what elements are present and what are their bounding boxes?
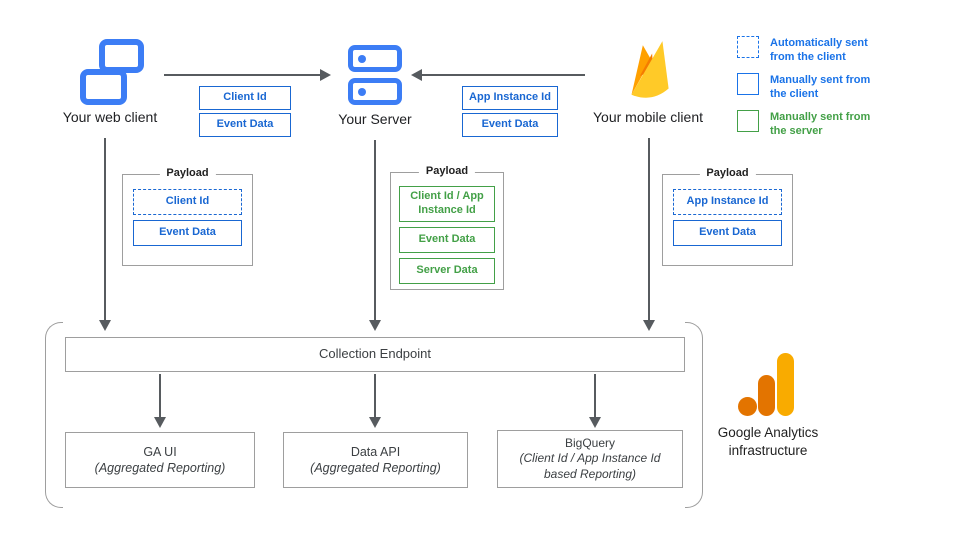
output-subtitle: (Aggregated Reporting) xyxy=(94,461,226,475)
collection-endpoint-box: Collection Endpoint xyxy=(65,337,685,372)
collection-endpoint-label: Collection Endpoint xyxy=(318,346,432,362)
google-analytics-logo-icon xyxy=(738,353,794,416)
output-title: BigQuery xyxy=(564,435,616,450)
edge-chips-web-to-server: Client Id Event Data xyxy=(199,86,291,137)
payload-title: Payload xyxy=(699,167,756,179)
ga-infrastructure-label: Google Analytics infrastructure xyxy=(717,425,819,459)
payload-mobile: Payload App Instance Id Event Data xyxy=(662,167,793,266)
arrow-mobile-to-endpoint xyxy=(643,138,655,331)
output-title: Data API xyxy=(350,444,401,459)
output-box-data-api: Data API (Aggregated Reporting) xyxy=(283,432,468,488)
legend-item-auto-client: Automatically sent from the client xyxy=(737,36,888,65)
payload-item-app-instance-id: App Instance Id xyxy=(672,189,783,215)
solid-green-swatch-icon xyxy=(737,110,759,132)
web-client-icon-front-window xyxy=(80,69,127,105)
chip-app-instance-id: App Instance Id xyxy=(462,86,558,110)
arrow-web-to-endpoint xyxy=(99,138,111,331)
arrow-endpoint-to-ga-ui xyxy=(154,374,166,428)
server-icon xyxy=(348,45,402,105)
firebase-icon xyxy=(631,41,669,98)
legend-item-manual-server: Manually sent from the server xyxy=(737,110,888,139)
payload-web: Payload Client Id Event Data xyxy=(122,167,253,266)
payload-item-client-id: Client Id xyxy=(132,189,243,215)
payload-item-client-id-app-instance-id: Client Id / App Instance Id xyxy=(399,186,495,222)
output-subtitle: (Aggregated Reporting) xyxy=(310,461,441,475)
arrow-server-to-endpoint xyxy=(369,140,381,331)
payload-item-event-data: Event Data xyxy=(399,227,495,253)
arrow-mobile-to-server xyxy=(411,69,585,81)
server-icon-unit-bottom xyxy=(348,78,402,105)
web-client-label: Your web client xyxy=(62,109,158,125)
legend-item-manual-client: Manually sent from the client xyxy=(737,73,888,102)
edge-chips-mobile-to-server: App Instance Id Event Data xyxy=(462,86,558,137)
bracket-right xyxy=(685,322,703,508)
arrow-endpoint-to-data-api xyxy=(369,374,381,428)
payload-title: Payload xyxy=(159,167,216,179)
output-box-ga-ui: GA UI (Aggregated Reporting) xyxy=(65,432,255,488)
chip-event-data: Event Data xyxy=(199,113,291,137)
legend-label: Manually sent from the client xyxy=(770,74,871,101)
mobile-client-label: Your mobile client xyxy=(593,109,703,125)
bracket-left xyxy=(45,322,63,508)
arrow-endpoint-to-bigquery xyxy=(589,374,601,428)
server-icon-unit-top xyxy=(348,45,402,72)
output-subtitle: (Client Id / App Instance Id based Repor… xyxy=(519,451,661,481)
payload-item-event-data: Event Data xyxy=(672,220,783,246)
dashed-blue-swatch-icon xyxy=(737,36,759,58)
ga-logo-dot xyxy=(738,397,757,416)
chip-client-id: Client Id xyxy=(199,86,291,110)
output-box-bigquery: BigQuery (Client Id / App Instance Id ba… xyxy=(497,430,683,488)
legend-label: Automatically sent from the client xyxy=(770,37,868,64)
legend-label: Manually sent from the server xyxy=(770,111,871,138)
payload-item-server-data: Server Data xyxy=(399,258,495,284)
chip-event-data: Event Data xyxy=(462,113,558,137)
output-title: GA UI xyxy=(143,444,177,459)
arrow-web-to-server xyxy=(164,69,331,81)
payload-item-event-data: Event Data xyxy=(132,220,243,246)
payload-server: Payload Client Id / App Instance Id Even… xyxy=(390,165,504,290)
web-client-icon-back-window xyxy=(99,39,144,73)
payload-title: Payload xyxy=(418,165,476,177)
server-label: Your Server xyxy=(338,111,412,127)
web-client-icon xyxy=(80,39,144,105)
ga-logo-tall-bar xyxy=(777,353,794,416)
solid-blue-swatch-icon xyxy=(737,73,759,95)
ga-logo-mid-bar xyxy=(758,375,775,416)
